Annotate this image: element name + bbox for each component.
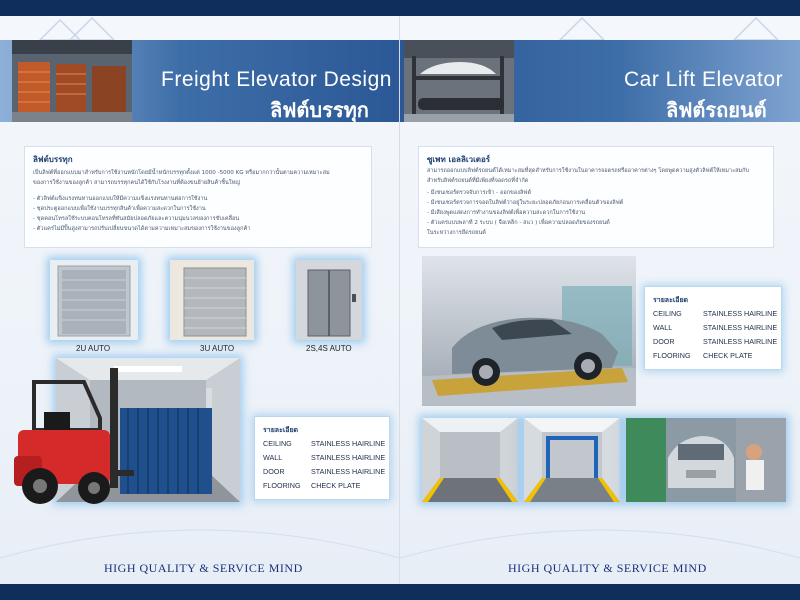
spec-value: STAINLESS HAIRLINE [703,337,778,346]
car-lift-interior-photo-2 [524,418,620,502]
spec-key: DOOR [263,467,285,476]
door-label-3u: 3U AUTO [200,344,235,353]
spec-key: DOOR [653,337,675,346]
right-description-box: ซูเพท เอลลิเวเตอร์ สามารถออกแบบลิฟต์รถยน… [418,146,774,248]
garage-door-photo [12,40,132,122]
right-description-line: - มีเสียงพูดแสดงการทำงานของลิฟต์เพื่อควา… [427,210,586,216]
right-description-line: สามารถออกแบบลิฟต์รถยนต์ได้เหมาะสมที่สุดส… [427,168,750,174]
left-footer-slogan: HIGH QUALITY & SERVICE MIND [104,561,303,575]
left-title-thai: ลิฟต์บรรทุก [270,98,369,122]
right-description-line: ในระหว่างการยึดรถยนต์ [427,230,486,236]
left-page: Freight Elevator Design ลิฟต์บรรทุก ลิฟต… [0,16,400,584]
spec-key: FLOORING [263,481,301,490]
spec-key: WALL [263,453,283,462]
car-parking-lift-photo [404,40,514,122]
spec-value: STAINLESS HAIRLINE [311,439,386,448]
car-in-elevator-photo [626,418,786,502]
car-on-platform-image [422,256,636,406]
elevator-interior-image [422,418,518,502]
car-in-elevator-image [626,418,786,502]
spec-value: STAINLESS HAIRLINE [703,309,778,318]
roller-door-icon [50,260,138,340]
forklift-icon [14,368,134,504]
left-description-line: - ตัวลิฟต์แข็งแรงทนทานออกแบบให้มีความแข็… [33,196,208,202]
right-page: Car Lift Elevator ลิฟต์รถยนต์ ซูเพท เอลล… [400,16,800,584]
door-sample-2s4s [296,260,362,340]
spec-value: STAINLESS HAIRLINE [311,467,386,476]
door-label-2u: 2U AUTO [76,344,111,353]
car-lift-photo [422,256,636,406]
left-description-line: - ชุดคอนโทรลใช้ระบบคอนโทรลที่ทันสมัยปลอด… [33,216,240,222]
left-description-line: - ชุดประตูออกแบบเพื่อใช้งานบรรทุกสินค้าเ… [33,206,206,212]
right-description-heading: ซูเพท เอลลิเวเตอร์ [427,155,491,164]
spec-key: WALL [653,323,673,332]
elevator-door-icon [296,260,362,340]
left-description-box: ลิฟต์บรรทุก เป็นลิฟต์ที่ออกแบบมาสำหรับกา… [24,146,372,248]
shipping-container-icon [120,408,212,494]
door-sample-3u [170,260,254,340]
spec-value: CHECK PLATE [703,351,753,360]
left-description-heading: ลิฟต์บรรทุก [33,155,73,164]
car-lift-interior-photo-1 [422,418,518,502]
bottom-frame-bar [0,584,800,600]
left-description-line: - ตัวแคร่ไม่มีปิ้นสูงสามารถปรับเปลี่ยนขน… [33,226,251,232]
spec-title: รายละเอียด [653,296,689,304]
right-title-thai: ลิฟต์รถยนต์ [666,98,767,122]
spec-key: CEILING [653,309,682,318]
right-description-line: - มีเซนเซอร์ตรวจการจอดในลิฟต์ว่าอยู่ในระ… [427,200,624,206]
left-description-line: ของการใช้งานของลูกค้า สามารถบรรทุกคนได้ใ… [33,180,241,186]
left-description-line: เป็นลิฟต์ที่ออกแบบมาสำหรับการใช้งานหนักโ… [33,170,330,176]
right-description-line: สำหรับลิฟต์รถยนต์ที่มีเพียงที่จอดรถที่จำ… [427,178,529,184]
right-description-line: - มีเซนเซอร์ตรวจจับการเข้า - ออกของลิฟต์ [427,190,531,196]
door-sample-2u [50,260,138,340]
left-spec-box: รายละเอียด CEILING STAINLESS HAIRLINE WA… [254,416,390,500]
right-title-english: Car Lift Elevator [624,68,784,91]
spec-key: CEILING [263,439,292,448]
spec-value: STAINLESS HAIRLINE [311,453,386,462]
spec-value: CHECK PLATE [311,481,361,490]
spec-title: รายละเอียด [263,426,299,434]
right-footer-slogan: HIGH QUALITY & SERVICE MIND [508,561,707,575]
roller-door-icon [170,260,254,340]
decorative-arc [400,529,800,559]
right-description-line: - ตัวแคร่แบบพลาที 2 ระบบ ( จือเหล็ก - สแ… [427,220,610,226]
spec-value: STAINLESS HAIRLINE [703,323,778,332]
right-spec-box: รายละเอียด CEILING STAINLESS HAIRLINE WA… [644,286,782,370]
top-frame-bar [0,0,800,16]
spec-key: FLOORING [653,351,691,360]
decorative-arc [0,529,400,559]
left-title-english: Freight Elevator Design [161,68,392,91]
door-label-2s4s: 2S,4S AUTO [306,344,352,353]
elevator-interior-image [524,418,620,502]
